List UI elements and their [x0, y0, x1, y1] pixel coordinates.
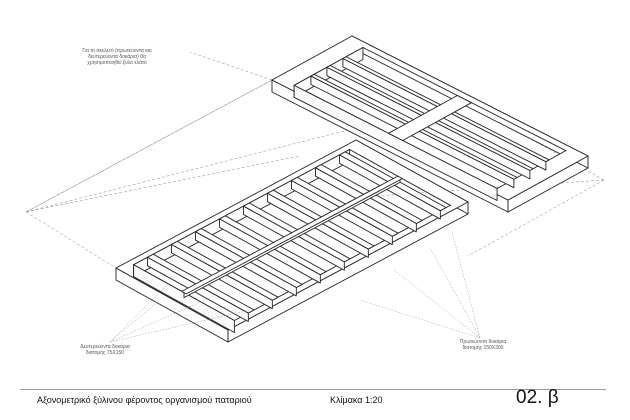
- sheet-number: 02. β: [516, 387, 559, 408]
- note-secondary-beams: Δευτερεύοντα δοκάρια διατομής 75Χ150: [60, 344, 150, 356]
- axonometric-frame-drawing: [25, 35, 605, 343]
- primary-beam-top: [181, 175, 403, 295]
- note-line: Δευτερεύοντα δοκάρια: [80, 344, 130, 350]
- upper-frame-inner-left: [293, 84, 498, 201]
- construction-line: [25, 127, 357, 213]
- note-primary-beams: Πρωτεύοντα δοκάρια διατομής 150Χ300: [438, 339, 528, 351]
- lower-floor-frame: [115, 139, 469, 343]
- leader-line: [109, 275, 177, 343]
- drawing-title: Αξονομετρικό ξύλινου φέροντος οργανισμού…: [37, 395, 252, 405]
- construction-line: [25, 211, 117, 269]
- scale-label: Κλίμακα 1:20: [330, 395, 383, 405]
- construction-line: [189, 51, 273, 81]
- leader-line: [393, 269, 481, 339]
- leader-line: [451, 231, 481, 339]
- note-timber-species: Για το σκελετό (πρωτεύοντα και δευτερεύο…: [72, 48, 162, 66]
- upper-floor-frame: [271, 35, 589, 213]
- upper-primary-beam-top: [388, 95, 472, 141]
- note-line: Πρωτεύοντα δοκάρια: [459, 339, 507, 345]
- leader-line: [109, 299, 161, 343]
- title-block-rule: [20, 389, 606, 390]
- construction-line: [25, 155, 301, 213]
- note-line: Για το σκελετό (πρωτεύοντα και: [82, 48, 152, 54]
- note-line: χρησιμοποιηθεί ξύλο ελάτο: [87, 60, 147, 66]
- construction-line: [25, 79, 273, 213]
- note-line: διατομής 150Χ300: [462, 345, 504, 351]
- leader-line: [429, 247, 481, 339]
- leader-line: [109, 295, 215, 343]
- note-line: διατομής 75Χ150: [85, 350, 125, 356]
- construction-line: [467, 179, 605, 257]
- leader-lines: [109, 231, 481, 343]
- note-line: δευτερεύοντα δοκάρια) θα: [88, 54, 146, 60]
